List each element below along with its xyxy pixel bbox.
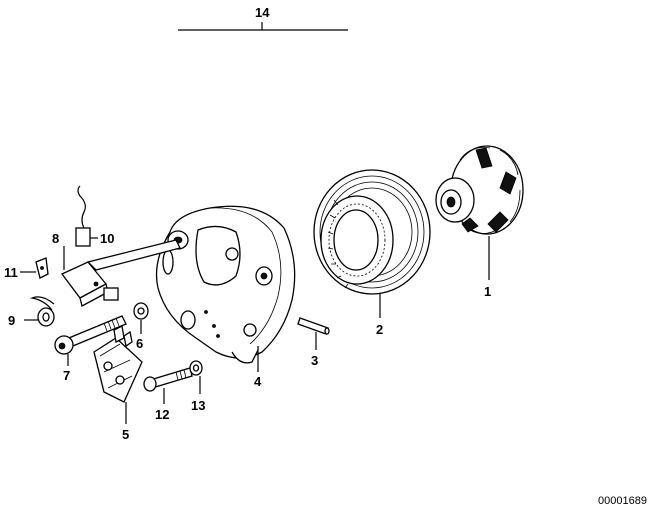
callout-9: 9 xyxy=(8,313,15,328)
callout-13: 13 xyxy=(191,398,205,413)
part-1-pulley xyxy=(435,145,524,235)
part-8-brush-holder xyxy=(60,239,181,307)
part-4-end-housing xyxy=(155,205,296,364)
document-number: 00001689 xyxy=(598,495,647,507)
callout-5: 5 xyxy=(122,427,129,442)
part-10-carbon-brush xyxy=(75,185,91,247)
part-11-bracket xyxy=(35,257,49,279)
part-13-lock-washer xyxy=(189,360,203,376)
callout-4: 4 xyxy=(254,374,262,389)
callout-3: 3 xyxy=(311,353,318,368)
callout-6: 6 xyxy=(136,336,143,351)
callout-2: 2 xyxy=(376,322,383,337)
callout-10: 10 xyxy=(100,231,114,246)
part-6-washer xyxy=(133,302,149,320)
part-9-spring-clip xyxy=(29,296,55,327)
part-5-rectifier-plate xyxy=(93,325,143,403)
callout-14: 14 xyxy=(255,5,270,20)
callout-8: 8 xyxy=(52,231,59,246)
part-3-pin xyxy=(297,317,330,335)
callout-1: 1 xyxy=(484,284,491,299)
callout-7: 7 xyxy=(63,368,70,383)
callout-11: 11 xyxy=(4,265,18,280)
assembly-bracket-14 xyxy=(178,22,348,31)
part-7-long-bolt xyxy=(54,315,127,355)
callout-12: 12 xyxy=(155,407,169,422)
part-2-stator xyxy=(313,169,431,295)
part-12-short-screw xyxy=(143,367,193,392)
